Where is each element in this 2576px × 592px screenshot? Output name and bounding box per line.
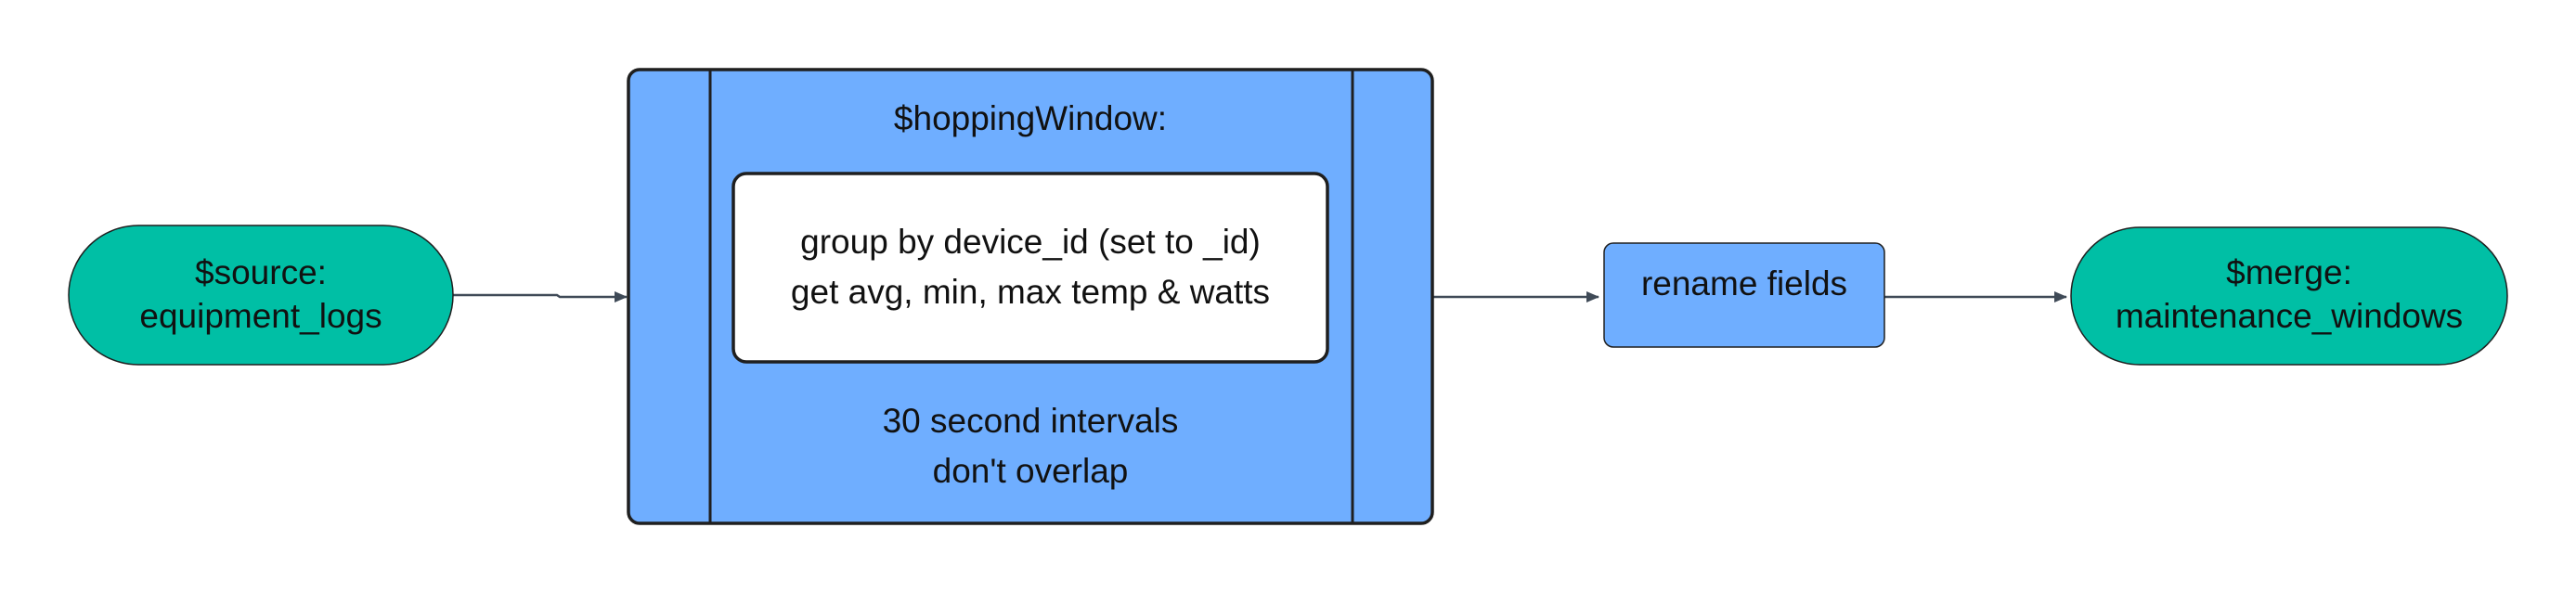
hopping-window-interval: 30 second intervals: [883, 402, 1179, 440]
hopping-window-aggregates: get avg, min, max temp & watts: [791, 273, 1270, 311]
hopping-window-node: $hoppingWindow: group by device_id (set …: [627, 68, 1434, 525]
rename-fields-label: rename fields: [1641, 264, 1847, 302]
merge-node: $merge: maintenance_windows: [2070, 226, 2508, 366]
connector-source-to-hopping-window: [453, 291, 628, 302]
hopping-window-title: $hoppingWindow:: [894, 99, 1167, 137]
merge-node-label: $merge:: [2226, 253, 2352, 291]
source-node-collection: equipment_logs: [139, 297, 382, 335]
merge-node-collection: maintenance_windows: [2116, 297, 2463, 335]
source-node-label: $source:: [195, 253, 327, 291]
source-node: $source: equipment_logs: [68, 225, 454, 366]
rename-fields-node: rename fields: [1603, 242, 1885, 348]
hopping-window-overlap-note: don't overlap: [933, 452, 1129, 490]
hopping-window-group-by: group by device_id (set to _id): [800, 223, 1261, 261]
hopping-window-inner-box: [731, 172, 1329, 364]
